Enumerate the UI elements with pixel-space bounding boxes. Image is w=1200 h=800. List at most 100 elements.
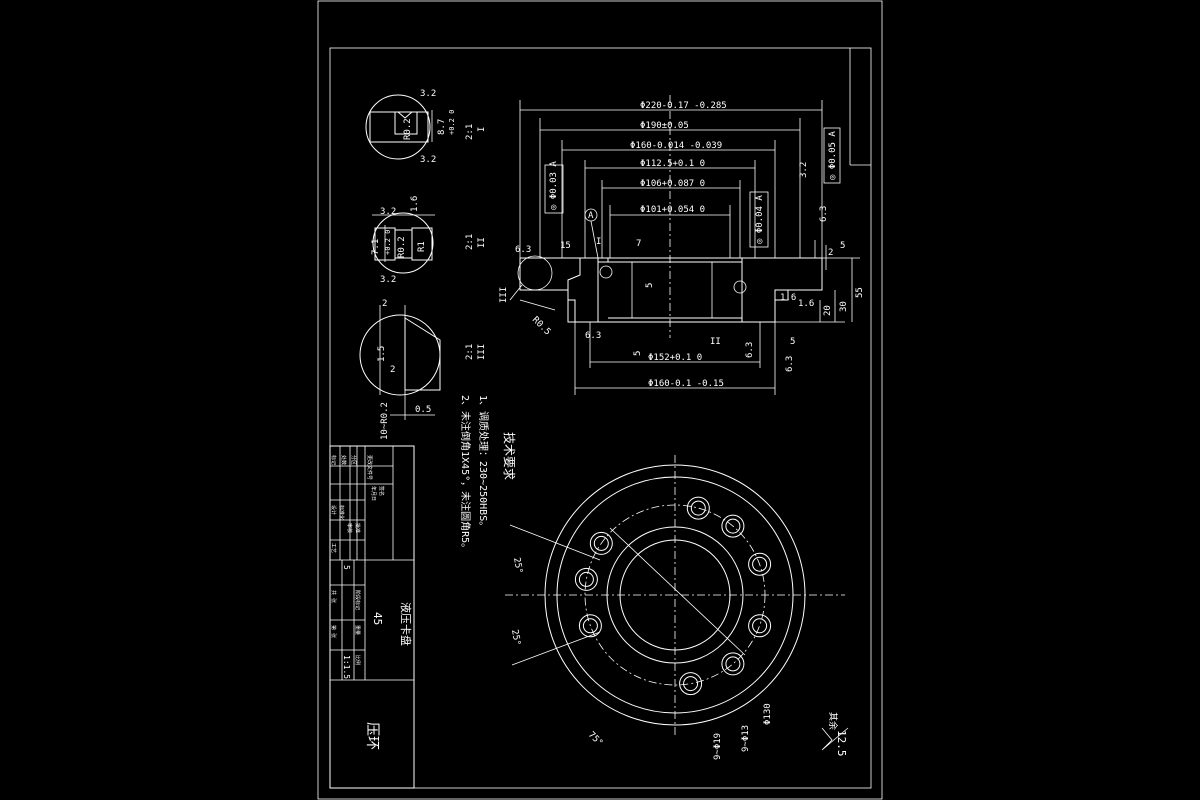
detail-iii-scale: 2:1 [465, 344, 475, 360]
angle-75: 75° [586, 730, 605, 749]
bolt-hole [578, 614, 602, 638]
tolerance-frame-3: ◎ Φ0.05 A [828, 131, 838, 180]
rough-6-3-e: 6.3 [819, 206, 829, 222]
bolt-hole [686, 496, 710, 520]
bolt-hole [721, 652, 745, 676]
tolerance-frame-1: ◎ Φ0.03 A [549, 161, 559, 210]
detail-iii-dim-a: 2 [382, 299, 387, 309]
detail-ii-rough-bottom: 3.2 [380, 275, 396, 285]
bolt-hole [690, 500, 706, 516]
detail-iii-id: III [477, 344, 487, 360]
bolt-hole [582, 618, 598, 634]
height-20: 20 [823, 305, 833, 316]
dia-152: Φ152+0.1 0 [648, 353, 702, 363]
plan-view [505, 455, 845, 735]
tech-req-item-2: 2、未注倒角1X45°，未注圆角R5。 [459, 395, 472, 553]
label-approve: 批准 [354, 523, 361, 533]
bolt-hole [683, 676, 699, 692]
tech-req-heading: 技术要求 [502, 432, 516, 480]
bolt-hole [578, 571, 594, 587]
bolt-hole [725, 656, 741, 672]
title-block-texts: 压环 液压卡盘 45 1:1.5 5 标记 处数 分区 更改文件号 签名 年月日… [330, 455, 413, 750]
hole-spec-13: 9~Φ13 [741, 725, 751, 752]
detail-iii-note: 10~R0.2 [380, 402, 390, 440]
label-mark: 标记 [330, 455, 337, 465]
dia-106: Φ106+0.087 0 [640, 179, 705, 189]
assembly-name: 液压卡盘 [399, 602, 413, 646]
bolt-hole [752, 556, 768, 572]
height-7: 7 [636, 239, 641, 249]
rough-1-6-a: 1.6 [798, 299, 814, 309]
roughness-symbol-other [821, 727, 849, 751]
bolt-hole [593, 535, 609, 551]
rough-3-2-right: 3.2 [799, 162, 809, 178]
rough-6-3-d: 6.3 [785, 356, 795, 372]
label-places: 处数 [340, 455, 347, 465]
detail-i-id: I [477, 127, 487, 132]
plan-texts: 25° 25° 75° Φ130 9~Φ13 9~Φ19 其余 12.5 [509, 557, 848, 760]
label-process: 工艺 [330, 543, 336, 553]
section-mark-i: I [596, 237, 601, 247]
rough-6-3-c: 6.3 [745, 342, 755, 358]
detail-texts: R0.2 8.7 +0.2 0 3.2 3.2 I 2:1 R1 R0.2 7.… [371, 89, 487, 440]
section-mark-ii: II [710, 337, 721, 347]
material: 45 [371, 612, 384, 625]
tolerance-frame-2: ◎ Φ0.04 A [755, 195, 765, 244]
detail-ii-r2: R0.2 [397, 236, 407, 258]
dia-112: Φ112.5+0.1 0 [640, 159, 705, 169]
bolt-hole [748, 614, 772, 638]
outer-frame [317, 0, 883, 800]
radius-r05: R0.5 [530, 315, 552, 337]
detail-ii-rough-top: 3.2 [380, 207, 396, 217]
detail-iii-dim-d: 0.5 [415, 405, 431, 415]
label-sheet-no: 第 张 [330, 625, 337, 638]
detail-ii-tol: +0.2 0 [384, 230, 392, 255]
bolt-hole [574, 567, 598, 591]
label-design: 设计 [330, 505, 337, 515]
rough-6-3-b: 6.3 [585, 331, 601, 341]
label-review: 审核 [346, 523, 353, 533]
dia-220: Φ220-0.17 -0.285 [640, 101, 727, 111]
detail-ii-rough-side: 1.6 [410, 196, 420, 212]
height-5-top: 5 [840, 241, 845, 251]
count: 5 [342, 565, 351, 570]
rough-6-3-a: 6.3 [515, 245, 531, 255]
height-30: 30 [839, 301, 849, 312]
detail-views [359, 94, 441, 420]
section-mark-iii: III [499, 287, 509, 303]
bolt-hole [725, 518, 741, 534]
detail-ii-id: II [477, 237, 487, 248]
label-weight: 重量 [354, 625, 361, 635]
tech-requirements: 技术要求 1、调质处理：230~250HBS。 2、未注倒角1X45°，未注圆角… [459, 395, 516, 553]
height-15: 15 [560, 241, 571, 251]
dia-190: Φ190±0.05 [640, 121, 689, 131]
height-2: 2 [828, 248, 833, 258]
label-date: 年月日 [370, 486, 377, 501]
dia-101: Φ101+0.054 0 [640, 205, 705, 215]
label-total-sheets: 共 张 [330, 590, 337, 603]
detail-ii-scale: 2:1 [465, 234, 475, 250]
detail-ii-r1: R1 [417, 241, 427, 252]
detail-i-rough-bottom: 3.2 [420, 155, 436, 165]
detail-i-scale: 2:1 [465, 124, 475, 140]
bolt-hole [752, 618, 768, 634]
section-body-left [520, 257, 609, 323]
height-5-bottom: 5 [790, 337, 795, 347]
label-sign: 签名 [378, 486, 385, 496]
height-5-inner: 5 [645, 283, 655, 288]
label-standard: 标准化 [338, 505, 345, 520]
corner-label-box [849, 48, 871, 166]
detail-iii-dim-b: 1.5 [377, 346, 387, 362]
title-block [329, 445, 415, 789]
bolt-holes [574, 496, 772, 696]
bolt-hole [748, 552, 772, 576]
angle-25-bottom: 25° [509, 629, 522, 647]
label-change: 更改文件号 [366, 455, 373, 480]
detail-i-tol: +0.2 0 [448, 110, 456, 135]
detail-i-depth: 8.7 [437, 119, 447, 135]
label-ratio: 比例 [354, 655, 361, 665]
height-5-inner-b: 5 [633, 351, 643, 356]
datum-label: A [588, 211, 594, 221]
detail-i-radius: R0.2 [403, 118, 413, 140]
